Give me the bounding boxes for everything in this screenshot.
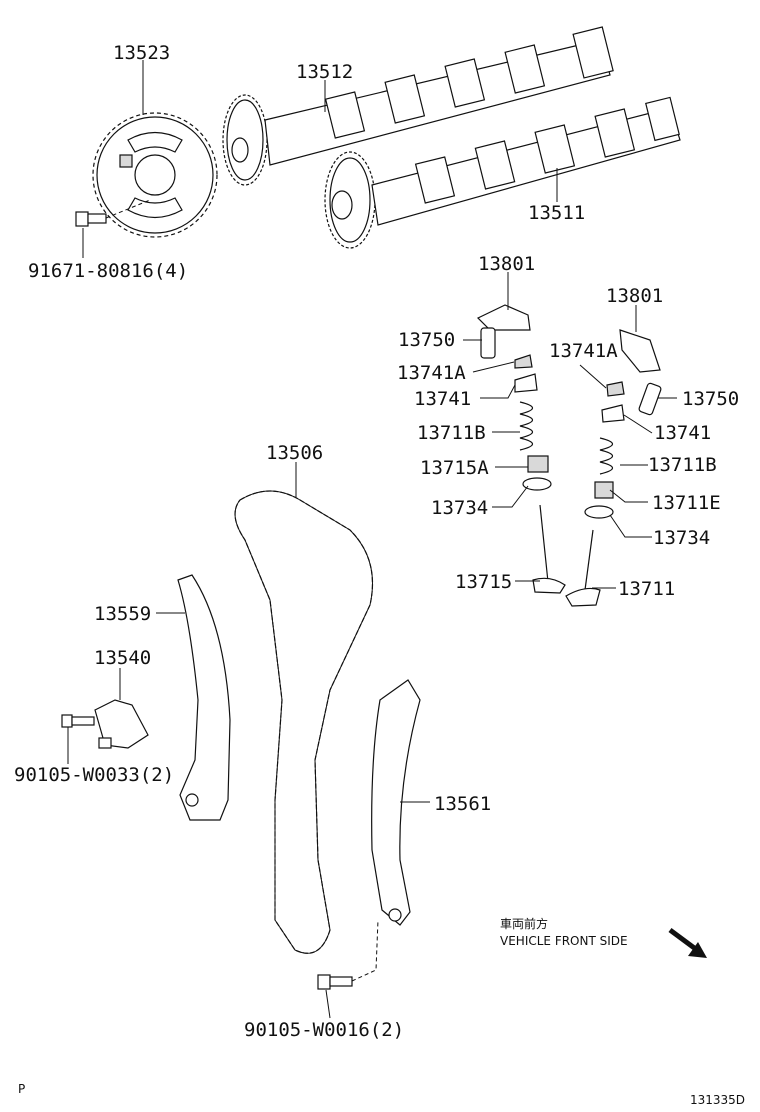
direction-label-jp: 車両前方 <box>500 916 548 931</box>
chain-guide <box>371 679 421 926</box>
diagram-code: 131335D <box>690 1093 745 1107</box>
label-13512: 13512 <box>296 61 353 83</box>
label-91671-80816: 91671-80816(4) <box>28 260 188 282</box>
label-13741-right: 13741 <box>654 422 711 444</box>
camshaft-intake <box>324 96 681 249</box>
sprocket-bolt <box>75 199 151 227</box>
label-13711: 13711 <box>618 578 675 600</box>
label-13506: 13506 <box>266 442 323 464</box>
camshaft-exhaust <box>222 26 614 186</box>
label-13559: 13559 <box>94 603 151 625</box>
label-13561: 13561 <box>434 793 491 815</box>
label-13741A-right: 13741A <box>549 340 618 362</box>
corner-mark: P <box>18 1082 25 1096</box>
label-13750-right: 13750 <box>682 388 739 410</box>
label-13801-right: 13801 <box>606 285 663 307</box>
label-13523: 13523 <box>113 42 170 64</box>
valve-train-exhaust <box>476 304 566 594</box>
label-13734-left: 13734 <box>431 497 488 519</box>
label-13711E: 13711E <box>652 492 721 514</box>
direction-label-en: VEHICLE FRONT SIDE <box>500 934 628 948</box>
label-13741A-left: 13741A <box>397 362 466 384</box>
direction-arrow-icon <box>668 927 707 958</box>
label-13801-left: 13801 <box>478 253 535 275</box>
chain-tensioner <box>61 699 149 749</box>
timing-chain <box>234 490 374 954</box>
valve-train-intake <box>565 329 662 607</box>
leader-lines <box>67 60 677 1019</box>
label-13711B-right: 13711B <box>648 454 717 476</box>
label-13741-left: 13741 <box>414 388 471 410</box>
camshaft-sprocket <box>92 112 218 238</box>
label-90105-W0016: 90105-W0016(2) <box>244 1019 404 1041</box>
label-13750-left: 13750 <box>398 329 455 351</box>
label-13734-right: 13734 <box>653 527 710 549</box>
label-90105-W0033: 90105-W0033(2) <box>14 764 174 786</box>
label-13511: 13511 <box>528 202 585 224</box>
guide-bolt <box>317 919 379 990</box>
label-13540: 13540 <box>94 647 151 669</box>
chain-slipper <box>177 574 231 821</box>
label-13711B-left: 13711B <box>417 422 486 444</box>
label-13715: 13715 <box>455 571 512 593</box>
label-13715A: 13715A <box>420 457 489 479</box>
